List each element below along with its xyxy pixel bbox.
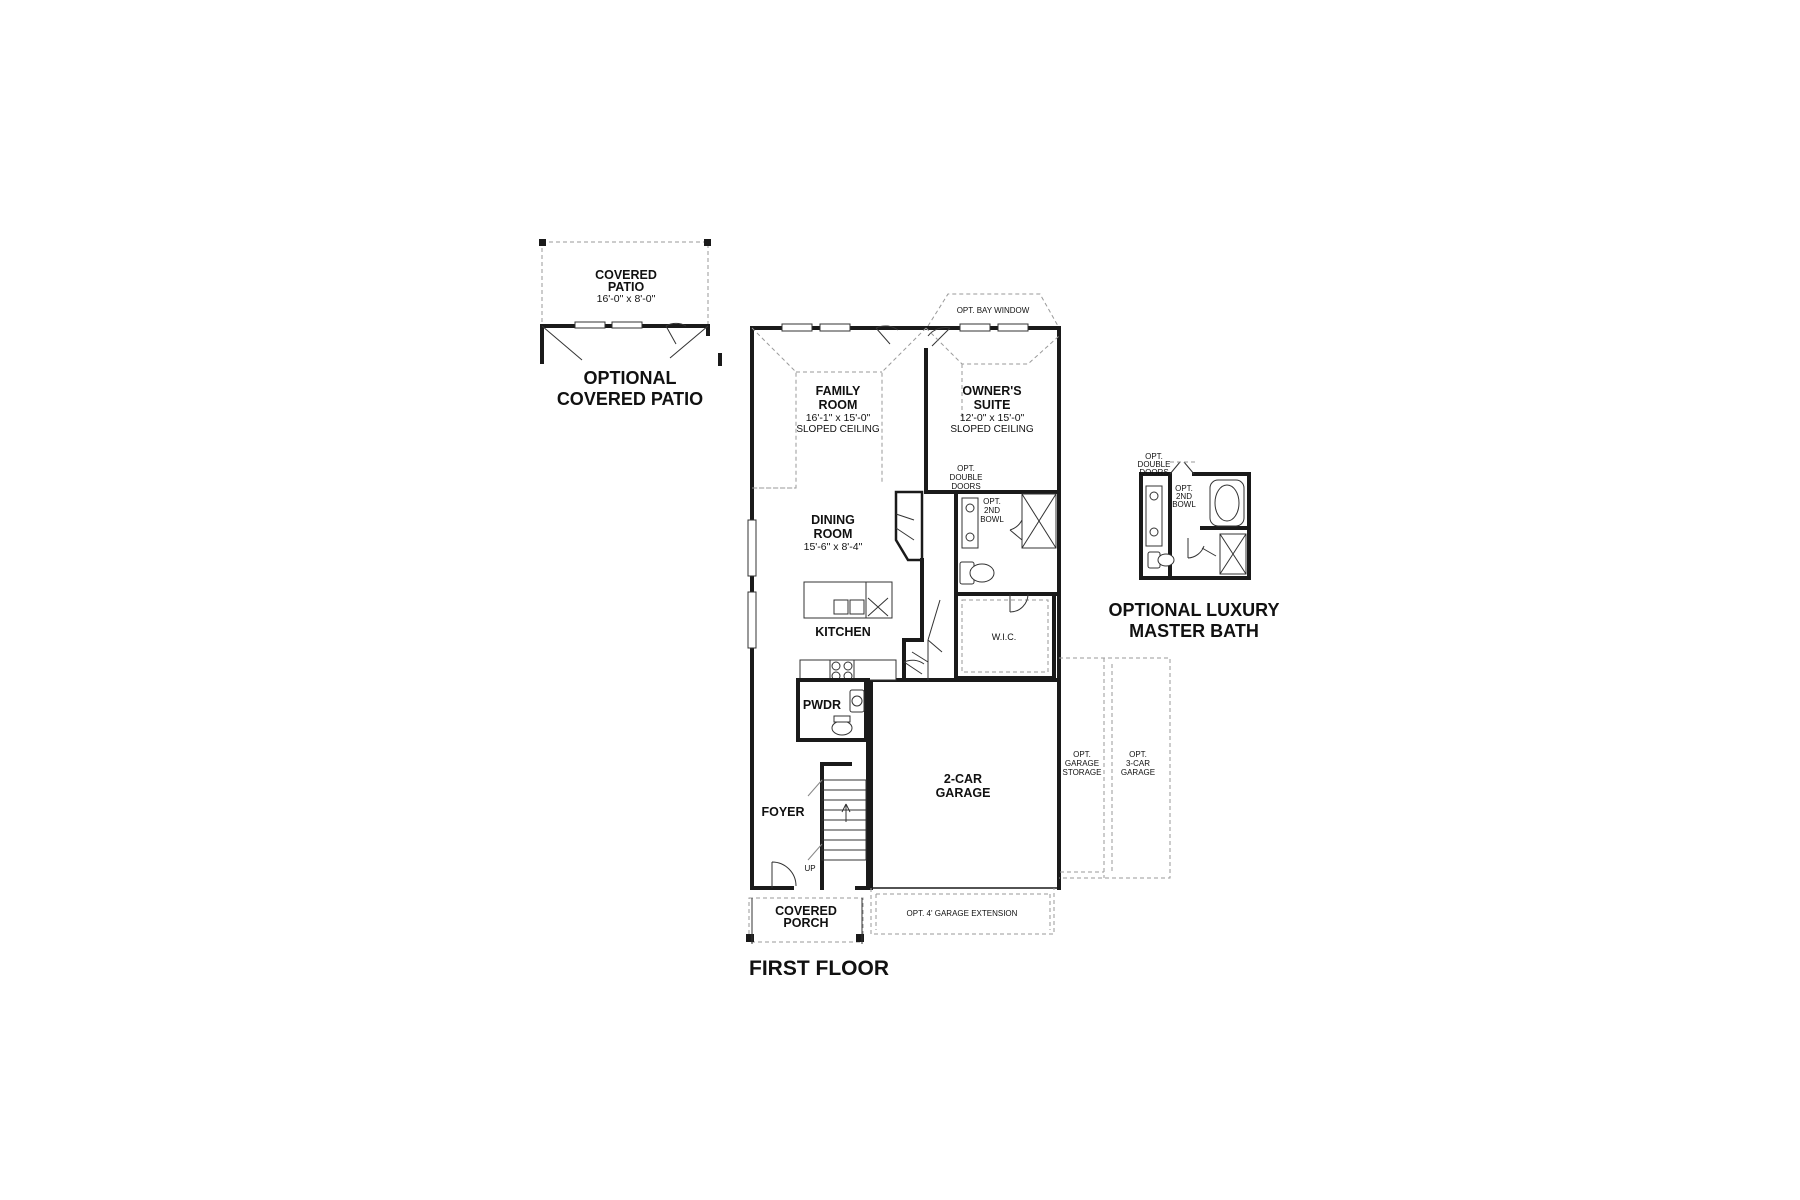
patio-title-1: OPTIONAL: [584, 368, 677, 388]
plan-title: FIRST FLOOR: [749, 957, 889, 980]
garage-storage-label-2: GARAGE: [1065, 759, 1099, 768]
garage-storage-label-3: STORAGE: [1063, 768, 1102, 777]
kitchen-label: KITCHEN: [815, 625, 871, 639]
family-room-note: SLOPED CEILING: [796, 424, 880, 435]
bath-second-bowl-1: OPT.: [1175, 484, 1193, 493]
second-bowl-label-2: 2ND: [984, 506, 1000, 515]
bath-title-2: MASTER BATH: [1129, 621, 1259, 641]
dining-room-label-2: ROOM: [814, 527, 853, 541]
first-floor-plan: OPT. BAY WINDOW: [746, 293, 1171, 980]
pwdr-label: PWDR: [803, 698, 841, 712]
covered-patio-inset: COVERED PATIO 16'-0" x 8'-0" OPTIONAL CO…: [539, 239, 722, 409]
bay-window-label: OPT. BAY WINDOW: [957, 306, 1030, 315]
third-car-label-3: GARAGE: [1121, 768, 1155, 777]
double-doors-label-2: DOUBLE: [950, 473, 983, 482]
luxury-bath-inset: OPT. DOUBLE DOORS OPT. 2ND BOWL OPTIONAL…: [1108, 452, 1279, 641]
covered-porch-label-2: PORCH: [783, 916, 828, 930]
family-room-label-1: FAMILY: [816, 384, 861, 398]
bath-double-doors-2: DOUBLE: [1138, 460, 1171, 469]
foyer-label: FOYER: [761, 805, 804, 819]
dining-room-dims: 15'-6" x 8'-4": [804, 541, 863, 553]
garage-extension-label: OPT. 4' GARAGE EXTENSION: [907, 909, 1018, 918]
bath-second-bowl-2: 2ND: [1176, 492, 1192, 501]
covered-porch-label-1: COVERED: [775, 904, 837, 918]
dining-room-label-1: DINING: [811, 513, 855, 527]
wic-label: W.I.C.: [992, 632, 1017, 642]
double-doors-label-1: OPT.: [957, 464, 975, 473]
third-car-label-1: OPT.: [1129, 750, 1147, 759]
bath-double-doors-1: OPT.: [1145, 452, 1163, 461]
family-room-label-2: ROOM: [819, 398, 858, 412]
patio-dims: 16'-0" x 8'-0": [597, 293, 656, 305]
family-room-dims: 16'-1" x 15'-0": [806, 412, 871, 424]
owners-suite-note: SLOPED CEILING: [950, 424, 1034, 435]
third-car-label-2: 3-CAR: [1126, 759, 1150, 768]
exterior-wall: [750, 326, 1061, 682]
bay-window: [927, 293, 1059, 327]
garage-storage-label-1: OPT.: [1073, 750, 1091, 759]
patio-title-2: COVERED PATIO: [557, 389, 703, 409]
stair-up-label: UP: [804, 864, 815, 873]
bath-double-doors-3: DOORS: [1139, 468, 1168, 477]
second-bowl-label-3: BOWL: [980, 515, 1004, 524]
garage-label-1: 2-CAR: [944, 772, 982, 786]
patio-room-label-1: COVERED: [595, 268, 657, 282]
patio-room-label-2: PATIO: [608, 280, 645, 294]
owners-suite-label-1: OWNER'S: [962, 384, 1021, 398]
second-bowl-label-1: OPT.: [983, 497, 1001, 506]
bath-title-1: OPTIONAL LUXURY: [1108, 600, 1279, 620]
owners-suite-dims: 12'-0" x 15'-0": [960, 412, 1025, 424]
bath-second-bowl-3: BOWL: [1172, 500, 1196, 509]
garage-label-2: GARAGE: [936, 786, 991, 800]
owners-suite-label-2: SUITE: [974, 398, 1011, 412]
double-doors-label-3: DOORS: [951, 482, 980, 491]
